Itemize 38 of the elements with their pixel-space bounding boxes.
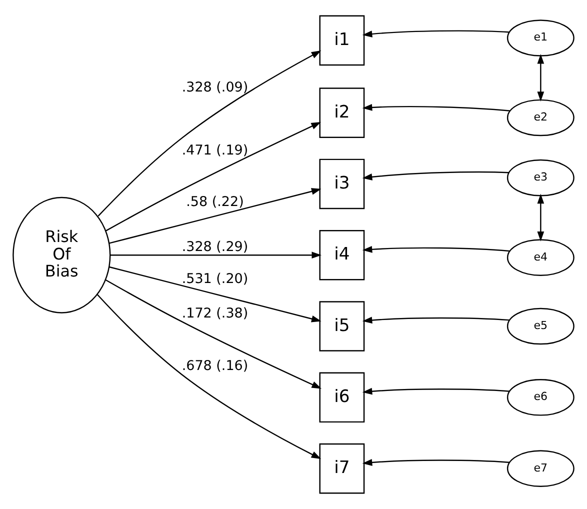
edge-label: .328 (.29) <box>182 239 248 256</box>
node-box: i4 <box>319 230 365 280</box>
node-ellipse: e1 <box>506 20 574 56</box>
node-ellipse: e5 <box>506 308 574 345</box>
edge-label: .531 (.20) <box>182 271 248 288</box>
arrow <box>362 459 510 466</box>
edge-label: .471 (.19) <box>182 142 248 158</box>
node-box: i7 <box>319 443 365 494</box>
node-ellipse: Risk Of Bias <box>12 196 111 314</box>
edge-label: .58 (.22) <box>186 194 244 210</box>
arrow <box>362 316 510 324</box>
arrow <box>98 50 322 217</box>
arrow <box>106 122 322 232</box>
edge-label: .172 (.38) <box>182 305 248 322</box>
arrow <box>537 194 544 242</box>
arrow <box>109 188 322 244</box>
node-ellipse: e4 <box>506 239 574 276</box>
arrow <box>362 104 510 112</box>
arrow <box>109 266 322 322</box>
node-ellipse: e3 <box>506 159 574 196</box>
arrow <box>110 252 322 259</box>
edge-label: .328 (.09) <box>182 80 248 96</box>
node-box: i1 <box>319 15 365 66</box>
arrow <box>362 388 510 395</box>
node-box: i5 <box>319 301 365 352</box>
node-ellipse: e2 <box>506 99 574 136</box>
arrow <box>537 54 544 102</box>
arrow <box>106 279 322 389</box>
arrow <box>362 30 510 38</box>
arrow <box>362 171 510 180</box>
arrow <box>362 246 510 253</box>
node-box: i3 <box>319 158 365 210</box>
node-box: i2 <box>319 88 365 138</box>
node-ellipse: e6 <box>506 379 574 416</box>
edge-label: .678 (.16) <box>182 358 248 374</box>
arrow <box>96 294 322 460</box>
node-box: i6 <box>319 372 365 423</box>
node-ellipse: e7 <box>506 450 574 487</box>
